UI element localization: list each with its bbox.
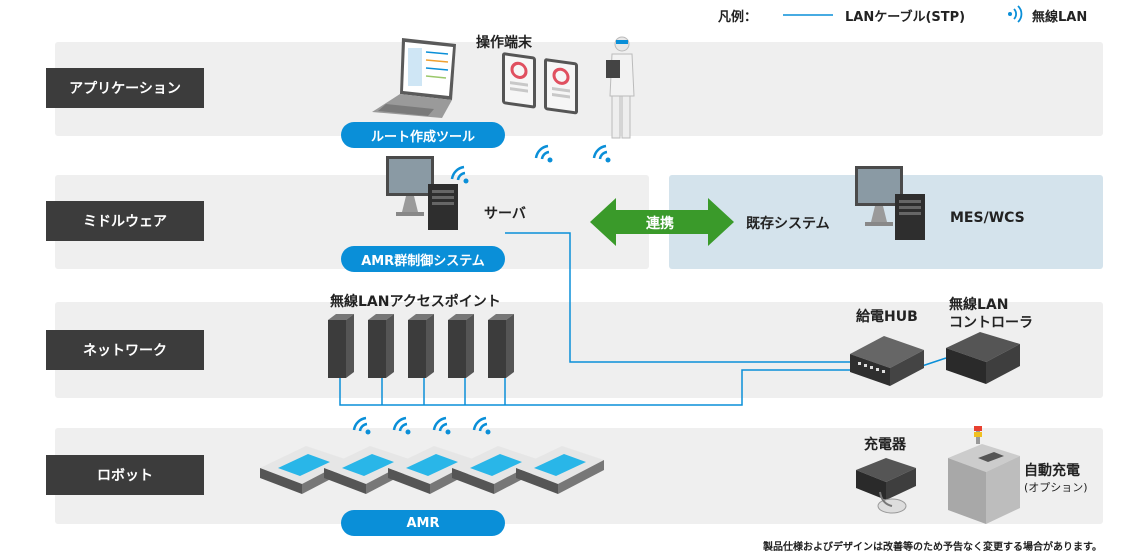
existing-system-label: 既存システム — [746, 216, 830, 232]
band-network — [55, 302, 1103, 398]
wifi-icon — [450, 165, 469, 184]
legend-cable-line — [783, 14, 833, 16]
laptop-icon — [372, 38, 456, 118]
layer-network: ネットワーク — [46, 330, 204, 370]
layer-middleware: ミドルウェア — [46, 201, 204, 241]
tablet-icon — [502, 52, 578, 115]
amr-system-pill: AMR群制御システム — [341, 246, 505, 272]
legend-cable-label: LANケーブル(STP) — [845, 10, 966, 25]
charger-label: 充電器 — [864, 437, 906, 453]
arrow-icon — [590, 198, 734, 246]
legend-title: 凡例： — [718, 10, 758, 25]
layer-application: アプリケーション — [46, 68, 204, 108]
footer-note: 製品仕様およびデザインは改善等のため予告なく変更する場合があります。 — [763, 542, 1102, 553]
controller-label-line2: コントローラ — [949, 315, 1033, 331]
server-icon — [855, 166, 925, 240]
controller-icon — [946, 332, 1020, 384]
auto-charger-icon — [948, 426, 1020, 524]
worker-icon — [606, 36, 635, 139]
wifi-icon — [352, 416, 492, 436]
legend-wireless-label: 無線LAN — [1032, 10, 1088, 25]
terminal-label: 操作端末 — [476, 35, 532, 51]
access-point-icon — [328, 314, 514, 378]
wifi-icon — [592, 144, 611, 163]
charger-icon — [856, 458, 916, 514]
option-label: (オプション) — [1024, 481, 1088, 494]
route-tool-pill: ルート作成ツール — [341, 122, 505, 148]
legend-wifi-icon — [1008, 5, 1023, 23]
access-points-label: 無線LANアクセスポイント — [330, 294, 501, 310]
controller-label: 無線LAN コントローラ — [949, 296, 1033, 332]
server-label: サーバ — [484, 206, 526, 222]
amr-pill: AMR — [341, 510, 505, 536]
auto-charge-label: 自動充電 — [1024, 463, 1080, 479]
layer-robot: ロボット — [46, 455, 204, 495]
server-icon — [386, 156, 458, 230]
amr-robot-icon — [260, 446, 604, 494]
hub-label: 給電HUB — [856, 309, 918, 325]
band-application — [55, 42, 1103, 136]
hub-icon — [850, 336, 924, 386]
link-label: 連携 — [646, 216, 674, 232]
controller-label-line1: 無線LAN — [949, 297, 1009, 313]
mes-label: MES/WCS — [950, 210, 1025, 226]
wifi-icon — [534, 144, 553, 163]
